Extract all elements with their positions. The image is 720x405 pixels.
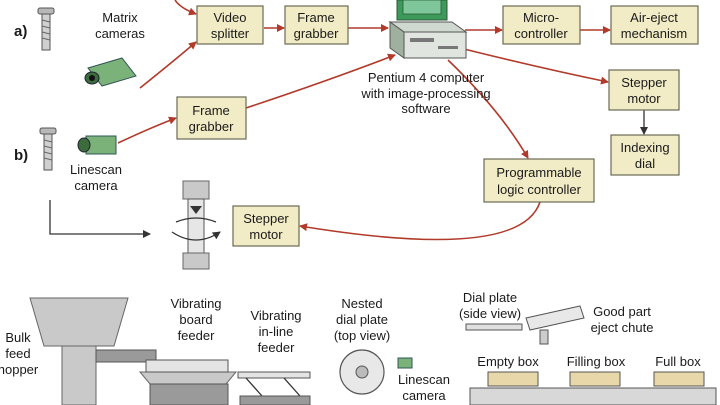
svg-text:Frame: Frame xyxy=(297,10,335,25)
dial-plate-label-3: (top view) xyxy=(334,328,390,343)
matrix-camera-icon xyxy=(84,57,137,87)
connection-wires xyxy=(49,0,648,241)
matrix-cameras-label-1: Matrix xyxy=(102,10,138,25)
production-line-illustration xyxy=(29,297,717,405)
wire-computer-to-plc xyxy=(447,59,529,159)
svg-text:Micro-: Micro- xyxy=(523,10,559,25)
hopper-label-2: feed xyxy=(5,346,30,361)
dial-plate-label-1: Nested xyxy=(341,296,382,311)
screw-icon-b xyxy=(39,127,57,171)
svg-text:mechanism: mechanism xyxy=(621,26,687,41)
empty-box-icon xyxy=(487,371,539,387)
empty-box-label: Empty box xyxy=(477,354,539,369)
inline-feeder-label-3: feeder xyxy=(258,340,296,355)
linescan-camera-icon xyxy=(77,135,117,155)
computer-label-line-1: Pentium 4 computer xyxy=(368,70,485,85)
linescan-camera-label-1: Linescan xyxy=(70,162,122,177)
inline-feeder-label-2: in-line xyxy=(259,324,294,339)
screw-icon-a xyxy=(37,7,55,51)
board-feeder-label-1: Vibrating xyxy=(170,296,221,311)
svg-text:controller: controller xyxy=(514,26,568,41)
box-microcontroller: Micro- controller xyxy=(502,5,581,45)
svg-text:Programmable: Programmable xyxy=(496,165,581,180)
linescan-camera-label-2: camera xyxy=(74,178,118,193)
svg-text:splitter: splitter xyxy=(211,26,250,41)
svg-text:Stepper: Stepper xyxy=(621,75,667,90)
eject-chute-icon xyxy=(525,305,585,331)
svg-text:grabber: grabber xyxy=(294,26,339,41)
svg-text:Indexing: Indexing xyxy=(620,140,669,155)
board-feeder-label-3: feeder xyxy=(178,328,216,343)
board-feeder-label-2: board xyxy=(179,312,212,327)
filling-box-label: Filling box xyxy=(567,354,626,369)
wire-grabber-to-computer-b xyxy=(245,53,396,109)
dial-side-label-2: (side view) xyxy=(459,306,521,321)
svg-text:Video: Video xyxy=(213,10,246,25)
bottom-linescan-label-1: Linescan xyxy=(398,372,450,387)
full-box-icon xyxy=(653,371,705,387)
inline-feeder-icon xyxy=(237,371,311,379)
wire-linescan-to-grabber xyxy=(117,116,177,144)
box-plc: Programmable logic controller xyxy=(483,158,595,203)
rotating-fixture-icon xyxy=(171,180,221,270)
computer-label-line-3: software xyxy=(401,101,450,116)
svg-text:logic controller: logic controller xyxy=(497,182,581,197)
box-stepper-motor-bottom: Stepper motor xyxy=(232,205,300,247)
box-frame-grabber-a: Frame grabber xyxy=(284,5,349,45)
row-b-label: b) xyxy=(14,147,28,164)
hopper-label-3: hopper xyxy=(0,362,39,377)
wire-computer-to-stepper xyxy=(459,47,609,85)
wire-top-into-splitter xyxy=(174,0,197,16)
box-stepper-motor-top: Stepper motor xyxy=(608,69,680,111)
box-video-splitter: Video splitter xyxy=(196,5,264,45)
wire-plc-to-stepper xyxy=(299,201,541,241)
dial-plate-label-2: dial plate xyxy=(336,312,388,327)
chute-label-2: eject chute xyxy=(591,320,654,335)
matrix-cameras-label-2: cameras xyxy=(95,26,145,41)
wire-linescan-to-motor xyxy=(49,200,151,238)
svg-text:Air-eject: Air-eject xyxy=(630,10,678,25)
svg-text:dial: dial xyxy=(635,156,655,171)
box-indexing-dial: Indexing dial xyxy=(610,134,680,176)
chute-label-1: Good part xyxy=(593,304,651,319)
board-feeder-icon xyxy=(138,371,238,385)
svg-text:motor: motor xyxy=(627,91,661,106)
wire-camera-to-splitter xyxy=(139,41,197,89)
computer-illustration xyxy=(388,0,468,59)
full-box-label: Full box xyxy=(655,354,701,369)
svg-text:grabber: grabber xyxy=(189,119,234,134)
svg-text:Frame: Frame xyxy=(192,103,230,118)
inline-feeder-label-1: Vibrating xyxy=(250,308,301,323)
box-frame-grabber-b: Frame grabber xyxy=(176,96,247,140)
box-air-eject: Air-eject mechanism xyxy=(610,5,699,45)
svg-text:Stepper: Stepper xyxy=(243,211,289,226)
hopper-icon xyxy=(29,297,129,347)
dial-plate-side-icon xyxy=(465,323,523,331)
dial-side-label-1: Dial plate xyxy=(463,290,517,305)
conveyor-icon xyxy=(469,387,717,405)
bottom-linescan-label-2: camera xyxy=(402,388,446,403)
row-a-label: a) xyxy=(14,23,27,40)
small-linescan-camera-icon xyxy=(397,357,413,369)
svg-text:motor: motor xyxy=(249,227,283,242)
hopper-label-1: Bulk xyxy=(5,330,31,345)
computer-label-line-2: with image-processing xyxy=(360,86,490,101)
filling-box-icon xyxy=(569,371,621,387)
